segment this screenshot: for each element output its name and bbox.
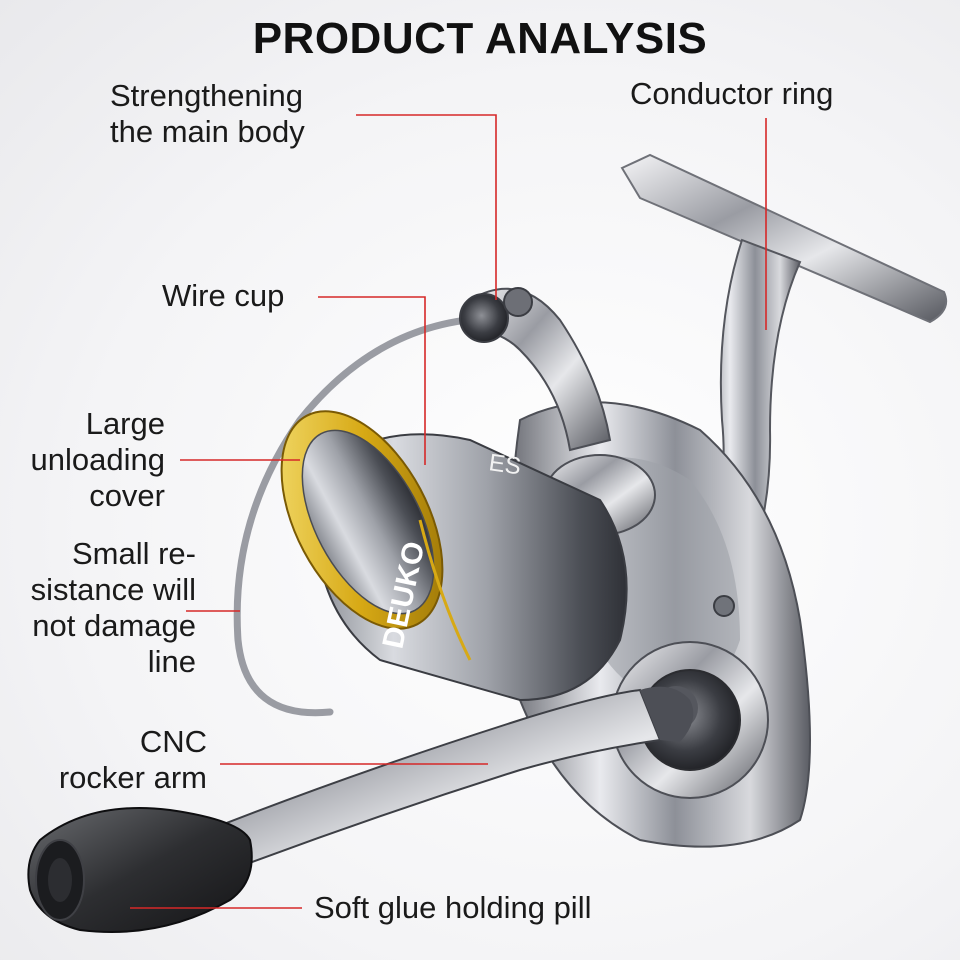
callout-holding-pill-line-1: Soft glue holding pill [314,890,592,925]
spool-marking: ES [487,449,522,480]
callout-unloading-cover: Large unloading cover [0,406,165,514]
bail-wire [233,314,499,717]
callout-wire-cup-line-1: Wire cup [162,278,285,313]
callout-holding-pill: Soft glue holding pill [314,890,591,926]
handle-knob [27,807,253,933]
callout-strengthening-line-2: the main body [110,114,305,149]
callout-unloading-cover-line-2: unloading [30,442,165,477]
callout-strengthening-line-1: Strengthening [110,78,304,113]
callout-rocker-arm-line-2: rocker arm [58,760,207,795]
leader-strengthening [356,114,497,300]
callout-conductor-ring: Conductor ring [630,76,833,112]
callout-small-resistance: Small re- sistance will not damage line [0,536,196,680]
callout-unloading-cover-line-1: Large [85,406,165,441]
callout-small-resistance-line-4: line [147,644,196,679]
callout-lines [130,114,767,909]
callout-small-resistance-line-1: Small re- [71,536,196,571]
callout-small-resistance-line-2: sistance will [30,572,196,607]
leader-wire-cup [318,296,426,465]
page-title: PRODUCT ANALYSIS [252,14,708,63]
callout-rocker-arm: CNC rocker arm [0,724,207,796]
callout-small-resistance-line-3: not damage [32,608,196,643]
line-roller [459,287,612,452]
callout-unloading-cover-line-3: cover [89,478,165,513]
callout-rocker-arm-line-1: CNC [139,724,207,759]
callout-wire-cup: Wire cup [162,278,284,314]
spool: DEUKO ES [280,410,628,702]
callout-conductor-ring-line-1: Conductor ring [630,76,834,111]
callout-strengthening: Strengthening the main body [110,78,305,150]
